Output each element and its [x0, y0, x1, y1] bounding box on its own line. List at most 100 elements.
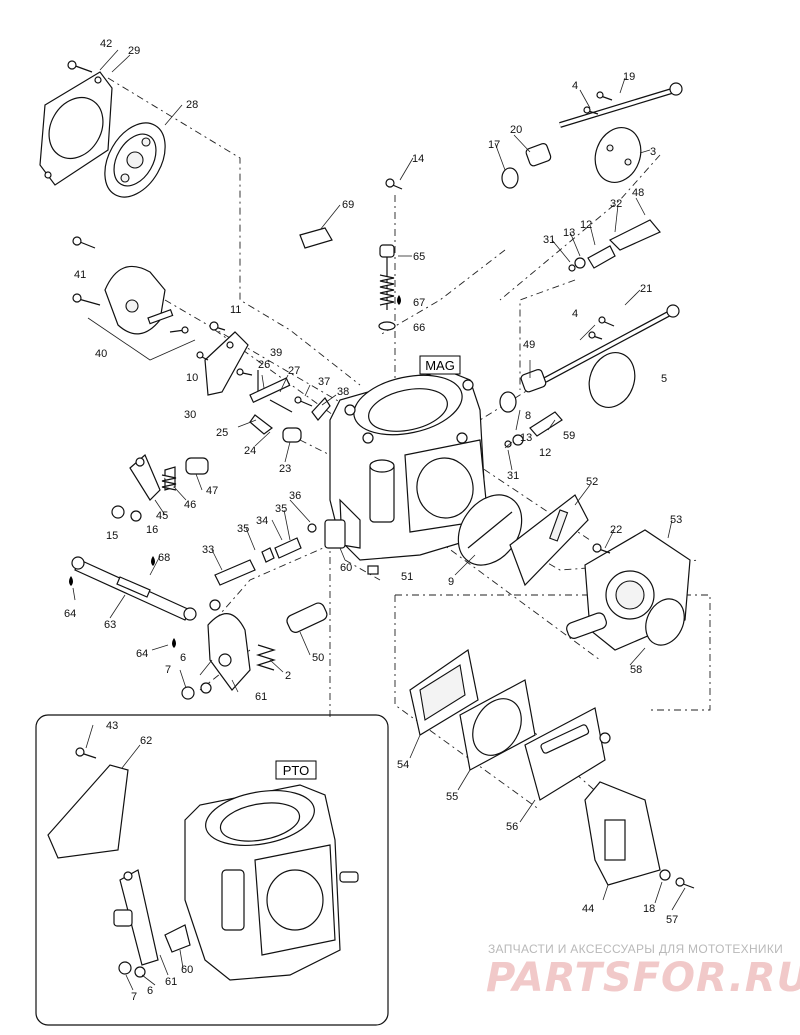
- part-label: 60: [181, 964, 193, 976]
- part-label: 62: [140, 735, 152, 747]
- part-label: 35: [237, 523, 249, 535]
- part-label: 16: [146, 524, 158, 536]
- part-label: 23: [279, 463, 291, 475]
- part-label: 30: [184, 409, 196, 421]
- part-label: 2: [285, 670, 291, 682]
- part-label: 45: [156, 510, 168, 522]
- part-label: 63: [104, 619, 116, 631]
- part-label: 35: [275, 503, 287, 515]
- pump-cover-40: [72, 236, 196, 361]
- cover-plate-29: [39, 71, 113, 186]
- part-label: 27: [288, 365, 300, 377]
- part-label: 15: [106, 530, 118, 542]
- float-needle-parts: [249, 370, 331, 443]
- oil-drop-icons: [69, 295, 401, 648]
- part-label: 12: [580, 219, 592, 231]
- part-label: 42: [100, 38, 112, 50]
- callout-mag-text: MAG: [425, 358, 455, 373]
- idle-screw-59: [504, 411, 563, 448]
- part-label: 69: [342, 199, 354, 211]
- part-label: 13: [563, 227, 575, 239]
- part-label: 34: [256, 515, 268, 527]
- part-label: 9: [448, 576, 454, 588]
- part-label: 46: [184, 499, 196, 511]
- part-label: 31: [543, 234, 555, 246]
- part-label: 67: [413, 297, 425, 309]
- part-label: 40: [95, 348, 107, 360]
- part-label: 65: [413, 251, 425, 263]
- part-label: 3: [650, 146, 656, 158]
- part-label: 33: [202, 544, 214, 556]
- part-label: 11: [230, 304, 241, 316]
- part-labels: 42 29 28 4 19 20 17 3 14 69 32 48 31 13 …: [64, 38, 682, 1003]
- part-label: 24: [244, 445, 256, 457]
- part-label: 17: [488, 139, 500, 151]
- part-label: 54: [397, 759, 409, 771]
- part-label: 49: [523, 339, 535, 351]
- throttle-plate-5: [588, 352, 636, 408]
- lever-30: [196, 321, 253, 396]
- part-label: 19: [623, 71, 635, 83]
- throttle-lever-61: [181, 599, 251, 700]
- part-label: 10: [186, 372, 198, 384]
- o-ring-58: [645, 598, 685, 646]
- lever-45: [111, 454, 209, 522]
- part-label: 8: [525, 410, 531, 422]
- part-label: 6: [180, 652, 186, 664]
- part-label: 7: [131, 991, 137, 1003]
- part-label: 18: [643, 903, 655, 915]
- pump-cover-56: [524, 707, 611, 801]
- part-label: 66: [413, 322, 425, 334]
- part-label: 36: [289, 490, 301, 502]
- pilot-screw-33: [214, 519, 346, 586]
- callout-mag: MAG: [419, 355, 461, 375]
- part-label: 56: [506, 821, 518, 833]
- part-label: 39: [270, 347, 282, 359]
- part-label: 4: [572, 80, 578, 92]
- leader-lines: [72, 49, 686, 991]
- part-label: 37: [318, 376, 330, 388]
- part-label: 47: [206, 485, 218, 497]
- part-label: 44: [582, 903, 594, 915]
- part-label: 58: [630, 664, 642, 676]
- watermark-tagline: ЗАПЧАСТИ И АКСЕССУАРЫ ДЛЯ МОТОТЕХНИКИ: [488, 942, 784, 956]
- screw-14: [385, 178, 403, 190]
- clip-69: [299, 227, 333, 249]
- part-label: 4: [572, 308, 578, 320]
- part-label: 55: [446, 791, 458, 803]
- part-label: 5: [661, 373, 667, 385]
- part-label: 6: [147, 985, 153, 997]
- part-label: 61: [165, 976, 177, 988]
- gasket-9: [457, 494, 523, 566]
- part-label: 57: [666, 914, 678, 926]
- part-label: 7: [165, 664, 171, 676]
- throttle-plate-3: [594, 127, 642, 183]
- bushing-20-ring-17: [501, 143, 552, 189]
- part-label: 29: [128, 45, 140, 57]
- screw-42: [67, 60, 93, 73]
- part-label: 26: [258, 359, 270, 371]
- idle-screw-assembly: [568, 219, 661, 272]
- throttle-shaft-19: [559, 82, 683, 128]
- part-label: 68: [158, 552, 170, 564]
- part-label: 60: [340, 562, 352, 574]
- plate-52: [509, 494, 589, 587]
- part-label: 52: [586, 476, 598, 488]
- part-label: 14: [412, 153, 424, 165]
- part-label: 22: [610, 524, 622, 536]
- gasket-54: [409, 648, 479, 736]
- pto-inset: [35, 714, 389, 1026]
- part-label: 31: [507, 470, 519, 482]
- part-label: 48: [632, 187, 644, 199]
- part-label: 25: [216, 427, 228, 439]
- part-label: 28: [186, 99, 198, 111]
- part-label: 64: [136, 648, 148, 660]
- carburetor-body-mag: [329, 369, 489, 575]
- part-label: 64: [64, 608, 76, 620]
- part-label: 32: [610, 198, 622, 210]
- callout-pto-text: PTO: [283, 763, 310, 778]
- diaphragm-28: [104, 122, 166, 198]
- diaphragm-55: [459, 679, 536, 771]
- watermark-logo: PARTSFOR.RU: [486, 955, 800, 1001]
